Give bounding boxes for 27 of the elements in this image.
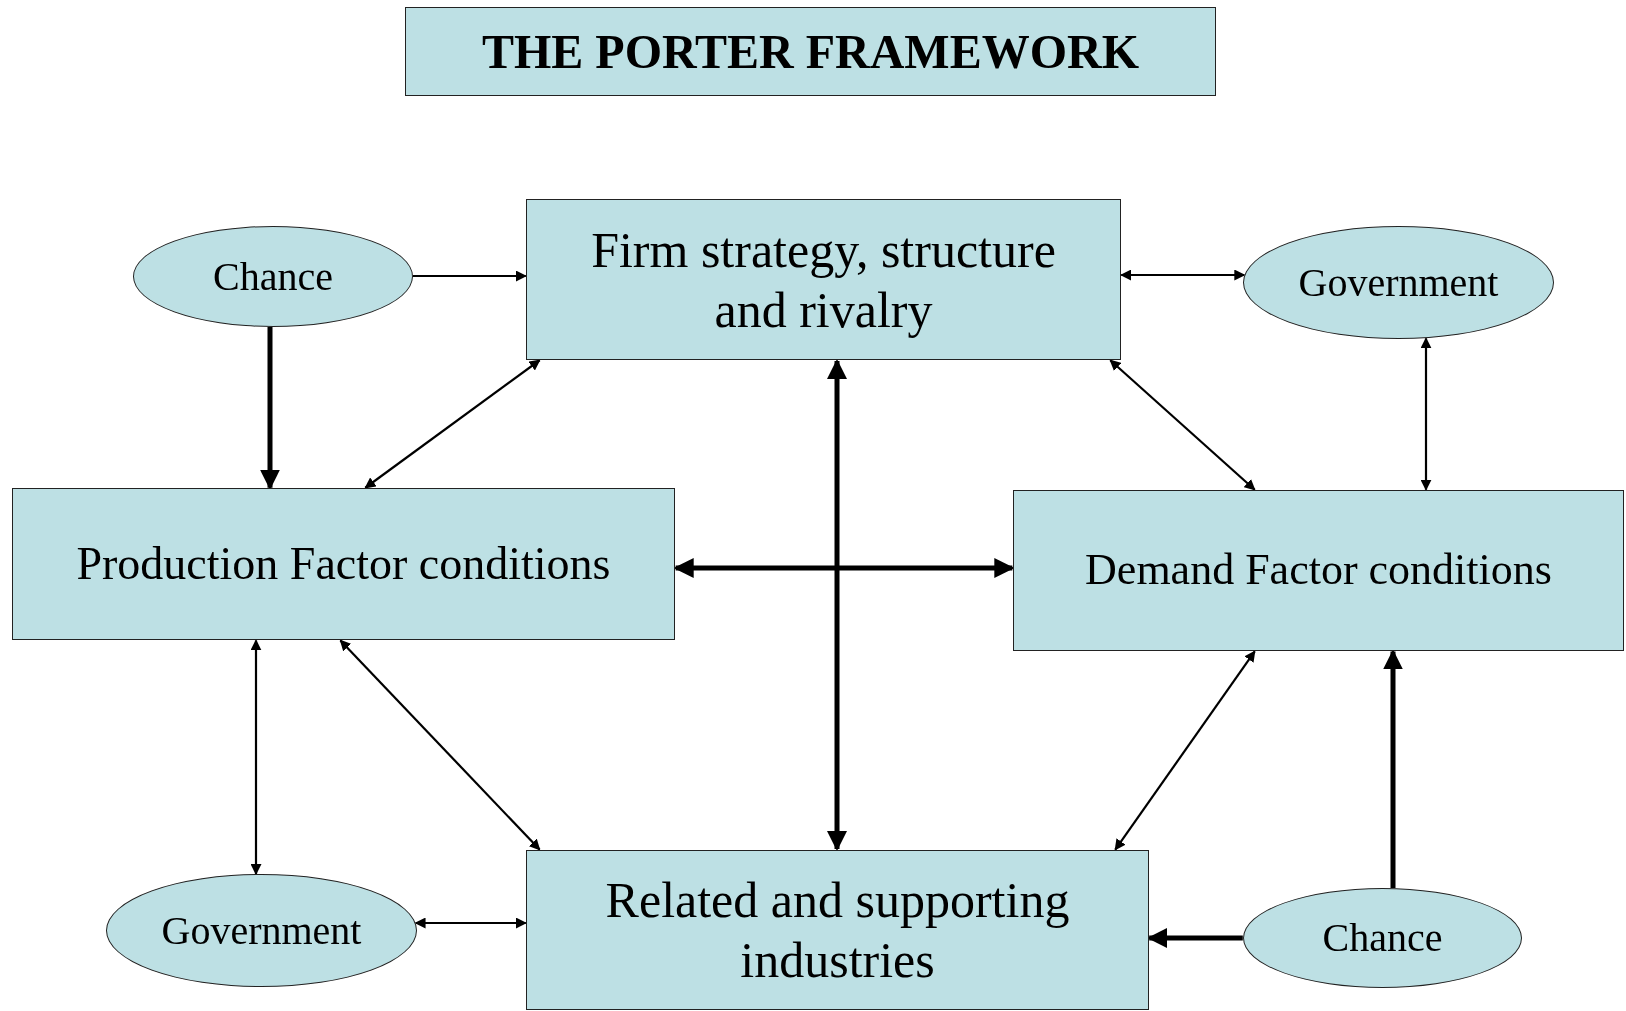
node-label: Chance xyxy=(213,252,333,301)
arrow xyxy=(1114,650,1256,851)
node-label: Production Factor conditions xyxy=(76,537,611,592)
arrow xyxy=(1383,649,1403,889)
process-box xyxy=(1013,490,1624,651)
process-box xyxy=(526,850,1149,1010)
arrow xyxy=(1147,928,1243,948)
arrow xyxy=(1120,269,1246,281)
arrow xyxy=(413,270,527,282)
arrow xyxy=(1109,359,1256,491)
process-box xyxy=(526,199,1121,360)
arrow xyxy=(673,558,1015,578)
node-label: Chance xyxy=(1322,914,1443,962)
node-label: Government xyxy=(161,906,362,955)
node-label: Government xyxy=(1298,258,1499,307)
arrow xyxy=(1420,337,1432,491)
node-label: Demand Factor conditions xyxy=(1085,544,1552,597)
arrow xyxy=(339,639,541,851)
arrow xyxy=(364,359,541,489)
node-label: Firm strategy, structure and rivalry xyxy=(590,220,1057,340)
arrow xyxy=(250,639,262,876)
arrow xyxy=(260,327,280,490)
title-text: THE PORTER FRAMEWORK xyxy=(482,24,1139,79)
arrow xyxy=(414,917,527,929)
node-label: Related and supporting industries xyxy=(604,871,1071,990)
arrow xyxy=(827,359,847,851)
process-box xyxy=(12,488,675,640)
